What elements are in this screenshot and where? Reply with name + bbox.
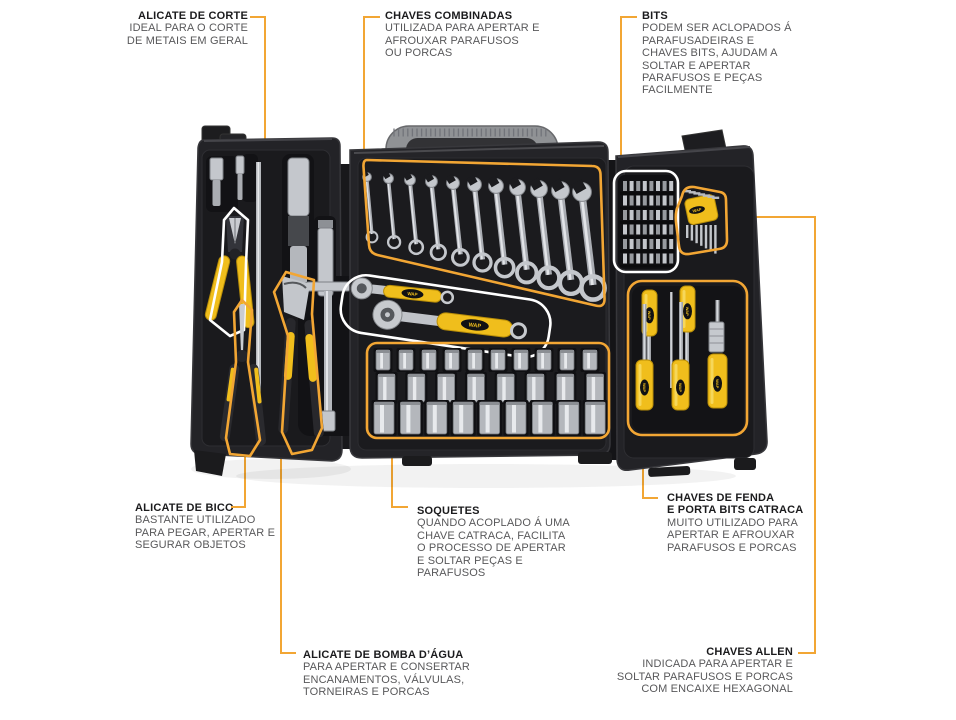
left-lid-foot [194, 450, 226, 476]
label-title: SOQUETES [417, 505, 480, 517]
center-case: WAP WAP [339, 141, 612, 466]
callout-chaves-combinadas-vertical [363, 16, 365, 161]
label-bits: BITS PODEM SER ACLOPADOS Á PARAFUSADEIRA… [642, 10, 832, 97]
svg-text:WAP: WAP [685, 307, 690, 316]
label-alicate-de-bomba-dagua: ALICATE DE BOMBA D’ÁGUA PARA APERTAR E C… [303, 649, 503, 699]
callout-chaves-allen-horizontal [722, 216, 816, 218]
ratchet-large: WAP [372, 299, 527, 340]
label-description: IDEAL PARA O CORTE DE METAIS EM GERAL [126, 22, 248, 47]
label-alicate-de-bico: ALICATE DE BICO BASTANTE UTILIZADO PARA … [135, 502, 295, 552]
highlight-bits [612, 169, 680, 274]
highlight-chaves-allen [674, 185, 729, 256]
case-foot [578, 452, 612, 464]
label-description: UTILIZADA PARA APERTAR E AFROUXAR PARAFU… [385, 22, 540, 60]
label-description: MUITO UTILIZADO PARA APERTAR E AFROUXAR … [667, 516, 798, 554]
label-title: BITS [642, 10, 668, 22]
label-chaves-combinadas: CHAVES COMBINADAS UTILIZADA PARA APERTAR… [385, 10, 575, 60]
bits-set [620, 181, 674, 268]
socket-adapters [209, 155, 334, 392]
label-description: INDICADA PARA APERTAR E SOLTAR PARAFUSOS… [616, 658, 793, 696]
callout-alicate-bico-vertical [244, 457, 246, 508]
highlight-alicate-bomba [272, 270, 324, 456]
left-case-lid [190, 125, 360, 476]
svg-text:WAP: WAP [647, 311, 652, 320]
combination-wrench-set [361, 170, 607, 302]
label-title: CHAVES DE FENDA E PORTA BITS CATRACA [667, 492, 804, 517]
case-shadow [191, 459, 351, 479]
callout-alicate-bomba-vertical [280, 457, 282, 654]
label-description: PODEM SER ACLOPADOS Á PARAFUSADEIRAS E C… [642, 22, 792, 97]
handle-ribs [393, 128, 547, 137]
svg-text:WAP: WAP [692, 207, 702, 214]
label-chaves-allen: CHAVES ALLEN INDICADA PARA APERTAR E SOL… [583, 646, 793, 696]
callout-alicate-bico-hook [231, 506, 246, 508]
callout-alicate-corte-top [250, 16, 266, 18]
callout-soquetes-hook [391, 506, 408, 508]
label-description: QUANDO ACOPLADO Á UMA CHAVE CATRACA, FAC… [417, 517, 570, 580]
ratchet-small: WAP [350, 277, 455, 305]
case-foot [734, 458, 756, 470]
spark-plug-socket [287, 157, 310, 217]
callout-bits-vertical [620, 16, 622, 175]
socket-set [371, 348, 608, 436]
case-shadow [236, 464, 736, 488]
right-case-lid: WAP WAP WAP WAP WAP WAP [612, 129, 768, 477]
callout-alicate-bomba-hook [280, 652, 296, 654]
svg-text:WAP: WAP [642, 383, 647, 392]
label-title: CHAVES ALLEN [706, 646, 793, 658]
callout-chaves-fenda-hook [642, 497, 658, 499]
highlight-alicate-bico [224, 298, 262, 458]
callout-chaves-combinadas-top [363, 16, 380, 18]
label-title: ALICATE DE BICO [135, 502, 234, 514]
highlight-chaves-fenda [626, 279, 749, 437]
svg-text:WAP: WAP [407, 291, 418, 297]
label-chaves-de-fenda: CHAVES DE FENDA E PORTA BITS CATRACA MUI… [667, 492, 817, 554]
callout-chaves-allen-vertical [814, 216, 816, 654]
screwdriver-set: WAP WAP WAP WAP WAP [635, 285, 728, 411]
label-description: BASTANTE UTILIZADO PARA PEGAR, APERTAR E… [135, 514, 276, 552]
callout-soquetes-vertical [391, 438, 393, 508]
svg-text:WAP: WAP [678, 383, 683, 392]
label-title: ALICATE DE CORTE [138, 10, 248, 22]
case-foot [648, 465, 691, 477]
case-foot [402, 456, 432, 466]
label-soquetes: SOQUETES QUANDO ACOPLADO Á UMA CHAVE CAT… [417, 505, 597, 579]
toolkit-illustration: WAP WAP [190, 125, 768, 488]
highlight-chaves-combinadas [362, 158, 606, 308]
callout-chaves-allen-hook [798, 652, 816, 654]
callout-alicate-corte-vertical [264, 16, 266, 223]
svg-text:WAP: WAP [715, 379, 720, 388]
callout-bits-top [620, 16, 637, 18]
highlight-alicate-corte [208, 206, 250, 338]
label-description: PARA APERTAR E CONSERTAR ENCANAMENTOS, V… [303, 661, 471, 699]
t-handle-wrench [303, 281, 353, 432]
highlight-ratchets [339, 273, 552, 359]
svg-text:WAP: WAP [468, 322, 481, 330]
highlight-soquetes [365, 341, 611, 440]
allen-key-set: WAP [684, 190, 720, 254]
label-title: ALICATE DE BOMBA D’ÁGUA [303, 649, 464, 661]
deep-socket [318, 220, 333, 228]
label-alicate-de-corte: ALICATE DE CORTE IDEAL PARA O CORTE DE M… [98, 10, 248, 47]
label-title: CHAVES COMBINADAS [385, 10, 513, 22]
